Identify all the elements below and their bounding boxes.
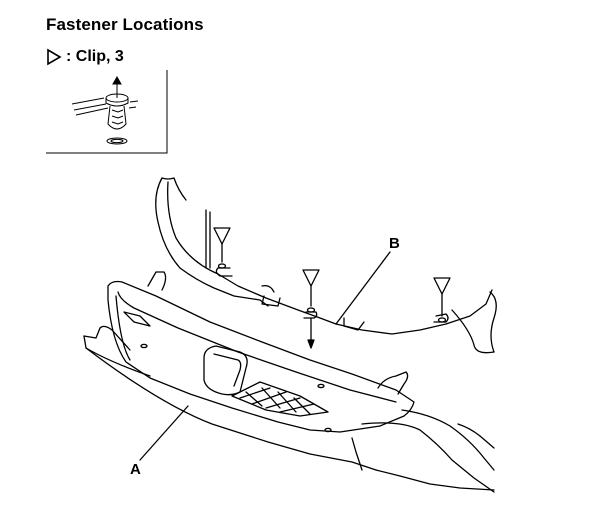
down-arrow bbox=[307, 317, 315, 349]
clip-marker-2 bbox=[302, 269, 320, 313]
clip-marker-3 bbox=[433, 277, 451, 323]
leader-line-b bbox=[335, 251, 391, 325]
clip-detail-inset bbox=[46, 70, 168, 154]
diagram-title: Fastener Locations bbox=[46, 15, 204, 34]
lower-bumper bbox=[83, 325, 495, 493]
clip-legend: : Clip, 3 bbox=[46, 48, 124, 66]
callout-b: B bbox=[389, 235, 400, 252]
triangle-outline-icon bbox=[47, 48, 62, 66]
leader-line-a bbox=[139, 405, 189, 461]
upper-body-panel bbox=[155, 177, 497, 354]
clip-icon bbox=[71, 75, 139, 145]
clip-marker-1 bbox=[213, 227, 231, 269]
front-grille bbox=[107, 271, 415, 433]
clip-legend-label: : Clip, 3 bbox=[66, 48, 124, 65]
callout-a: A bbox=[130, 461, 141, 478]
